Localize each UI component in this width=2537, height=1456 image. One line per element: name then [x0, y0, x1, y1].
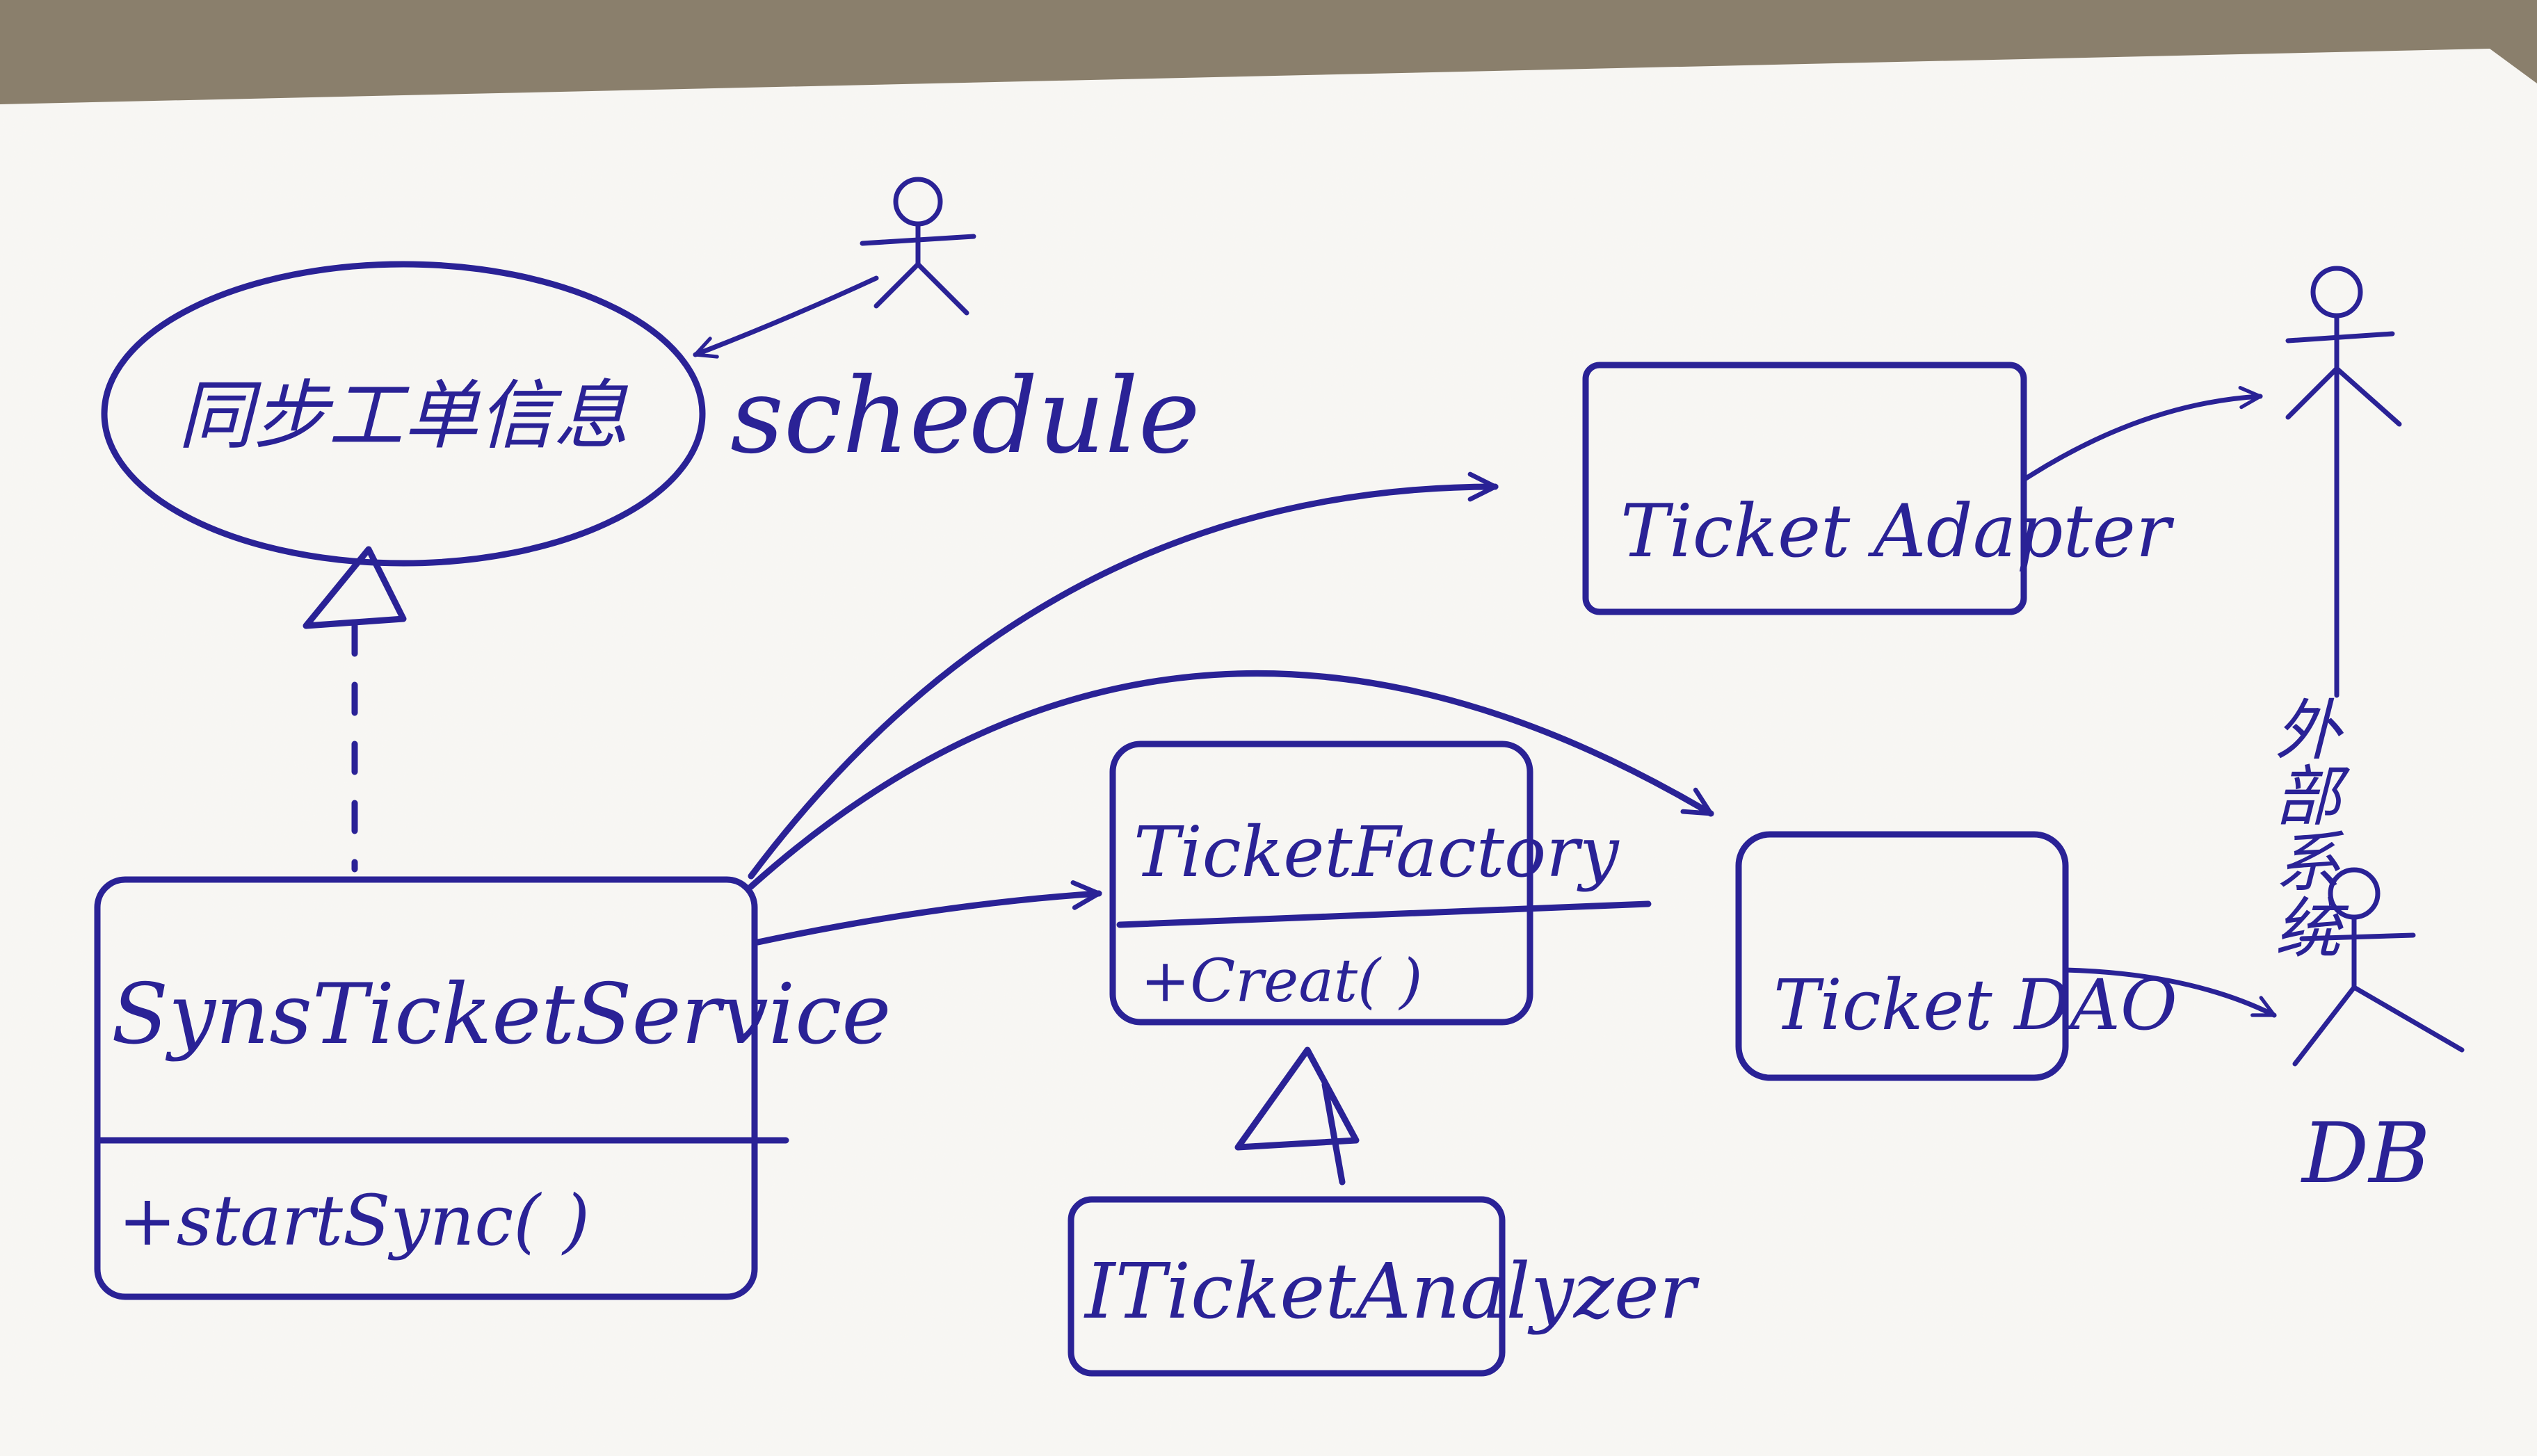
ticket-adapter-name: Ticket Adapter	[1620, 489, 2175, 574]
sync-service-name: SynsTicketService	[111, 966, 891, 1063]
ticket-analyzer-name: ITicketAnalyzer	[1084, 1247, 1700, 1336]
service-to-dao-arrow	[748, 670, 1711, 890]
ticket-dao-box	[1735, 831, 2069, 1081]
db-actor: DB	[2292, 867, 2465, 1202]
ticket-adapter-class: Ticket Adapter	[1582, 362, 2175, 615]
ticket-factory-method: +Creat( )	[1141, 947, 1422, 1016]
ticket-factory-divider	[1116, 900, 1652, 928]
service-to-adapter-arrow	[748, 487, 1495, 880]
external-system-label: 外部系统	[2264, 695, 2340, 960]
external-system-actor: 外部系统	[2264, 266, 2402, 960]
adapter-to-external-arrow	[2021, 396, 2260, 483]
stick-figure-icon	[2292, 867, 2465, 1067]
schedule-to-use-case-arrow	[695, 275, 879, 355]
ticket-factory-box	[1109, 741, 1533, 1026]
stick-figure-icon	[2285, 266, 2402, 698]
stick-figure-icon	[860, 177, 976, 316]
dao-to-db-arrow	[2063, 967, 2274, 1018]
napkin-texture	[0, 49, 2537, 1456]
hollow-triangle-icon	[303, 546, 407, 629]
service-to-factory-arrow	[755, 893, 1099, 946]
use-case: 同步工单信息	[101, 261, 706, 567]
schedule-actor: schedule	[730, 177, 1200, 477]
ticket-factory-name: TicketFactory	[1134, 811, 1620, 893]
ticket-factory-class: TicketFactory +Creat( )	[1109, 741, 1652, 1026]
ticket-analyzer-interface: ITicketAnalyzer	[1068, 1196, 1700, 1377]
ticket-adapter-box	[1582, 362, 2027, 615]
ticket-dao-class: Ticket DAO	[1735, 831, 2177, 1081]
ticket-analyzer-box	[1068, 1196, 1506, 1377]
sync-service-method: +startSync( )	[118, 1180, 590, 1261]
hollow-triangle-icon	[1234, 1046, 1360, 1151]
db-label: DB	[2301, 1106, 2430, 1202]
use-case-ellipse	[101, 261, 706, 567]
inheritance-line	[1321, 1081, 1346, 1186]
schedule-label: schedule	[730, 356, 1200, 477]
sync-service-box	[94, 876, 758, 1300]
inheritance-connector	[1234, 1046, 1360, 1186]
use-case-label: 同步工单信息	[178, 373, 629, 460]
sync-service-class: SynsTicketService +startSync( )	[94, 876, 891, 1300]
realization-connector	[303, 546, 407, 873]
ticket-dao-name: Ticket DAO	[1773, 964, 2177, 1046]
